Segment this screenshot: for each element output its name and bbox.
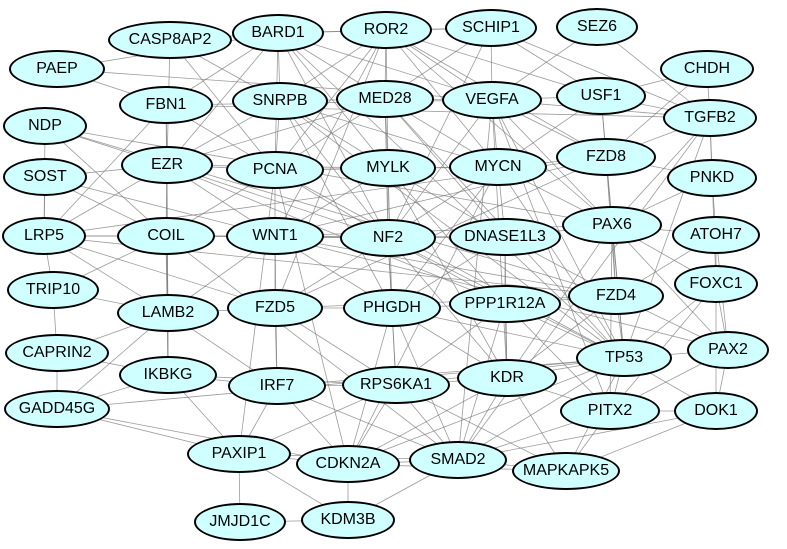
edge-bard1-mylk: [277, 32, 389, 169]
node-ndp: NDP: [3, 107, 87, 145]
node-kdm3b: KDM3B: [301, 501, 395, 539]
edge-bard1-ezr: [166, 32, 279, 166]
node-atoh7: ATOH7: [672, 216, 760, 254]
edge-tp53-irf7: [276, 357, 625, 387]
node-jmjd1c: JMJD1C: [194, 503, 286, 541]
edge-pax6-pitx2: [609, 224, 613, 412]
node-mapkapk5: MAPKAPK5: [512, 452, 620, 490]
edge-ezr-ppp1r12a: [166, 164, 506, 305]
edge-ndp-pax6: [44, 125, 613, 226]
node-fbn1: FBN1: [119, 86, 213, 124]
node-gadd45g: GADD45G: [4, 390, 110, 428]
node-tp53: TP53: [576, 339, 672, 377]
node-bard1: BARD1: [232, 14, 324, 52]
edge-vegfa-tp53: [491, 99, 625, 359]
node-chdh: CHDH: [660, 50, 754, 88]
node-paep: PAEP: [9, 50, 105, 88]
edge-pax6-pax2: [611, 224, 729, 351]
edge-snrpb-phgdh: [279, 100, 393, 309]
node-pcna: PCNA: [226, 151, 324, 189]
node-pnkd: PNKD: [667, 159, 757, 197]
node-pax6: PAX6: [562, 206, 662, 244]
edge-wnt1-fzd4: [274, 235, 617, 297]
edge-ror2-wnt1: [274, 29, 387, 237]
node-nf2: NF2: [340, 219, 436, 257]
node-sez6: SEZ6: [556, 8, 638, 46]
node-coil: COIL: [117, 217, 215, 255]
edge-wnt1-pax6: [274, 224, 613, 237]
node-tgfb2: TGFB2: [663, 99, 757, 137]
node-casp8ap2: CASP8AP2: [108, 21, 232, 59]
edge-vegfa-nf2: [387, 99, 493, 239]
edge-tgfb2-foxc1: [709, 117, 717, 285]
edge-tp53-cdkn2a: [347, 357, 625, 465]
node-paxip1: PAXIP1: [187, 435, 291, 473]
edge-fbn1-lrp5: [43, 104, 167, 237]
node-wnt1: WNT1: [226, 217, 324, 255]
node-fzd4: FZD4: [568, 277, 664, 315]
node-schip1: SCHIP1: [445, 9, 537, 47]
node-cdkn2a: CDKN2A: [296, 445, 400, 483]
edge-schip1-nf2: [387, 27, 492, 239]
node-pax2: PAX2: [687, 331, 769, 369]
node-ikbkg: IKBKG: [119, 356, 217, 394]
edge-vegfa-pax6: [491, 99, 613, 226]
node-caprin2: CAPRIN2: [5, 334, 109, 372]
edge-gadd45g-cdkn2a: [56, 408, 349, 465]
edge-bard1-tp53: [277, 32, 625, 359]
node-smad2: SMAD2: [409, 441, 507, 479]
edge-schip1-tgfb2: [490, 27, 711, 119]
node-irf7: IRF7: [228, 367, 326, 405]
edge-coil-smad2: [165, 235, 459, 461]
node-pitx2: PITX2: [560, 392, 660, 430]
node-ppp1r12a: PPP1R12A: [449, 285, 561, 323]
node-lamb2: LAMB2: [117, 294, 219, 332]
edge-fbn1-vegfa: [165, 99, 493, 106]
edge-tp53-smad2: [457, 357, 625, 461]
edge-fzd8-wnt1: [274, 156, 607, 237]
edge-fzd5-fzd4: [274, 295, 617, 309]
node-ror2: ROR2: [340, 11, 432, 49]
edge-mycn-tp53: [497, 166, 625, 359]
node-mylk: MYLK: [340, 149, 436, 187]
node-trip10: TRIP10: [7, 271, 99, 309]
edge-casp8ap2-pcna: [169, 39, 276, 171]
node-vegfa: VEGFA: [442, 81, 542, 119]
node-dok1: DOK1: [674, 392, 758, 430]
node-snrpb: SNRPB: [232, 82, 328, 120]
edge-tgfb2-tp53: [623, 117, 711, 359]
edge-ror2-pax6: [385, 29, 613, 226]
edge-fzd8-fzd5: [274, 156, 607, 309]
node-kdr: KDR: [457, 359, 557, 397]
node-sost: SOST: [3, 158, 87, 196]
node-dnase1l3: DNASE1L3: [449, 218, 561, 256]
node-lrp5: LRP5: [2, 217, 86, 255]
node-med28: MED28: [336, 80, 434, 118]
node-mycn: MYCN: [449, 148, 547, 186]
node-foxc1: FOXC1: [674, 265, 758, 303]
node-rps6ka1: RPS6KA1: [342, 366, 450, 404]
node-phgdh: PHGDH: [343, 289, 441, 327]
edge-nf2-kdr: [387, 237, 508, 379]
node-usf1: USF1: [556, 77, 646, 115]
node-ezr: EZR: [121, 146, 213, 184]
node-fzd5: FZD5: [227, 289, 323, 327]
edge-bard1-nf2: [277, 32, 389, 239]
node-fzd8: FZD8: [556, 138, 656, 176]
